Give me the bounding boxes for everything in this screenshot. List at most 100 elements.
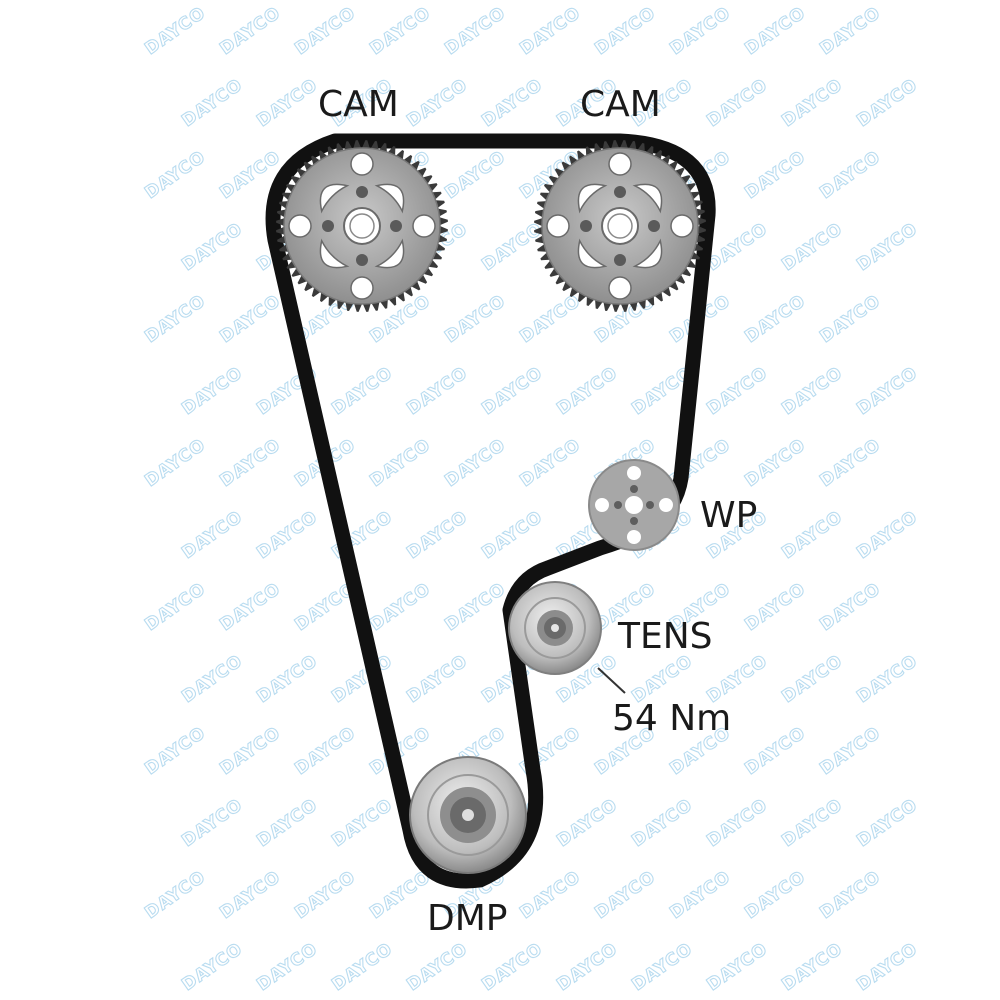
watermark-text: DAYCO <box>403 651 471 707</box>
water-pump-label: WP <box>700 495 757 536</box>
sprocket-bolt <box>356 254 368 266</box>
watermark-text: DAYCO <box>516 867 584 923</box>
sprocket-window <box>319 238 350 269</box>
watermark-text: DAYCO <box>703 363 771 419</box>
cam-left-label: CAM <box>318 84 399 125</box>
watermark-text: DAYCO <box>478 219 546 275</box>
watermark-text: DAYCO <box>741 723 809 779</box>
sprocket-hole <box>288 214 312 238</box>
watermark-text: DAYCO <box>141 291 209 347</box>
watermark-text: DAYCO <box>441 435 509 491</box>
watermark-text: DAYCO <box>291 3 359 59</box>
watermark-text: DAYCO <box>403 507 471 563</box>
watermark-text: DAYCO <box>253 795 321 851</box>
sprocket-window <box>374 238 405 269</box>
watermark-text: DAYCO <box>328 939 396 995</box>
sprocket-hole <box>546 214 570 238</box>
watermark-text: DAYCO <box>553 363 621 419</box>
watermark-text: DAYCO <box>216 435 284 491</box>
watermark-text: DAYCO <box>816 3 884 59</box>
sprocket-bolt <box>614 254 626 266</box>
watermark-text: DAYCO <box>441 579 509 635</box>
sprocket-bolt <box>580 220 592 232</box>
watermark-text: DAYCO <box>216 291 284 347</box>
watermark-text: DAYCO <box>853 75 921 131</box>
watermark-text: DAYCO <box>253 507 321 563</box>
watermark-text: DAYCO <box>441 3 509 59</box>
watermark-text: DAYCO <box>853 363 921 419</box>
watermark-text: DAYCO <box>778 507 846 563</box>
watermark-text: DAYCO <box>703 795 771 851</box>
watermark-text: DAYCO <box>441 291 509 347</box>
watermark-text: DAYCO <box>216 579 284 635</box>
watermark-text: DAYCO <box>328 363 396 419</box>
watermark-text: DAYCO <box>478 507 546 563</box>
watermark-text: DAYCO <box>478 75 546 131</box>
sprocket-bolt <box>648 220 660 232</box>
watermark-text: DAYCO <box>741 579 809 635</box>
torque-leader-line <box>597 667 626 694</box>
watermark-text: DAYCO <box>178 219 246 275</box>
sprocket-window <box>319 183 350 214</box>
watermark-text: DAYCO <box>403 75 471 131</box>
watermark-text: DAYCO <box>178 507 246 563</box>
watermark-text: DAYCO <box>253 75 321 131</box>
watermark-text: DAYCO <box>778 75 846 131</box>
watermark-text: DAYCO <box>778 363 846 419</box>
cam-sprocket-right <box>534 140 706 312</box>
sprocket-window <box>374 183 405 214</box>
sprocket-hole <box>608 276 632 300</box>
torque-label: 54 Nm <box>612 698 731 739</box>
sprocket-bolt <box>356 186 368 198</box>
watermark-text: DAYCO <box>666 867 734 923</box>
watermark-text: DAYCO <box>216 723 284 779</box>
watermark-text: DAYCO <box>366 3 434 59</box>
watermark-text: DAYCO <box>628 939 696 995</box>
watermark-text: DAYCO <box>516 3 584 59</box>
tensioner-label: TENS <box>617 616 713 657</box>
sprocket-bolt <box>322 220 334 232</box>
watermark-text: DAYCO <box>778 939 846 995</box>
watermark-text: DAYCO <box>666 3 734 59</box>
sprocket-window <box>632 183 663 214</box>
sprocket-bolt <box>614 186 626 198</box>
cam-sprocket-left <box>276 140 448 312</box>
watermark-text: DAYCO <box>853 651 921 707</box>
watermark-text: DAYCO <box>853 795 921 851</box>
sprocket-hub-bore <box>349 213 375 239</box>
sprocket-bolt <box>390 220 402 232</box>
watermark-text: DAYCO <box>141 579 209 635</box>
watermark-text: DAYCO <box>553 795 621 851</box>
watermark-text: DAYCO <box>178 939 246 995</box>
watermark-text: DAYCO <box>141 723 209 779</box>
watermark-text: DAYCO <box>741 147 809 203</box>
watermark-text: DAYCO <box>366 867 434 923</box>
watermark-text: DAYCO <box>141 147 209 203</box>
watermark-text: DAYCO <box>778 219 846 275</box>
watermark-text: DAYCO <box>478 939 546 995</box>
watermark-text: DAYCO <box>778 795 846 851</box>
sprocket-hole <box>412 214 436 238</box>
watermark-text: DAYCO <box>516 435 584 491</box>
sprocket-hub-bore <box>607 213 633 239</box>
watermark-text: DAYCO <box>141 435 209 491</box>
timing-belt <box>265 133 716 889</box>
watermark-text: DAYCO <box>141 3 209 59</box>
watermark-text: DAYCO <box>741 435 809 491</box>
watermark-text: DAYCO <box>291 723 359 779</box>
watermark-text: DAYCO <box>403 363 471 419</box>
sprocket-hole <box>350 276 374 300</box>
tensioner-pulley-icon <box>508 581 602 675</box>
watermark-text: DAYCO <box>703 939 771 995</box>
watermark-text: DAYCO <box>816 579 884 635</box>
watermark-text: DAYCO <box>816 147 884 203</box>
watermark-text: DAYCO <box>366 435 434 491</box>
sprocket-hole <box>350 152 374 176</box>
watermark-text: DAYCO <box>741 867 809 923</box>
watermark-text: DAYCO <box>816 723 884 779</box>
sprocket-window <box>577 238 608 269</box>
watermark-text: DAYCO <box>178 363 246 419</box>
watermark-text: DAYCO <box>366 579 434 635</box>
